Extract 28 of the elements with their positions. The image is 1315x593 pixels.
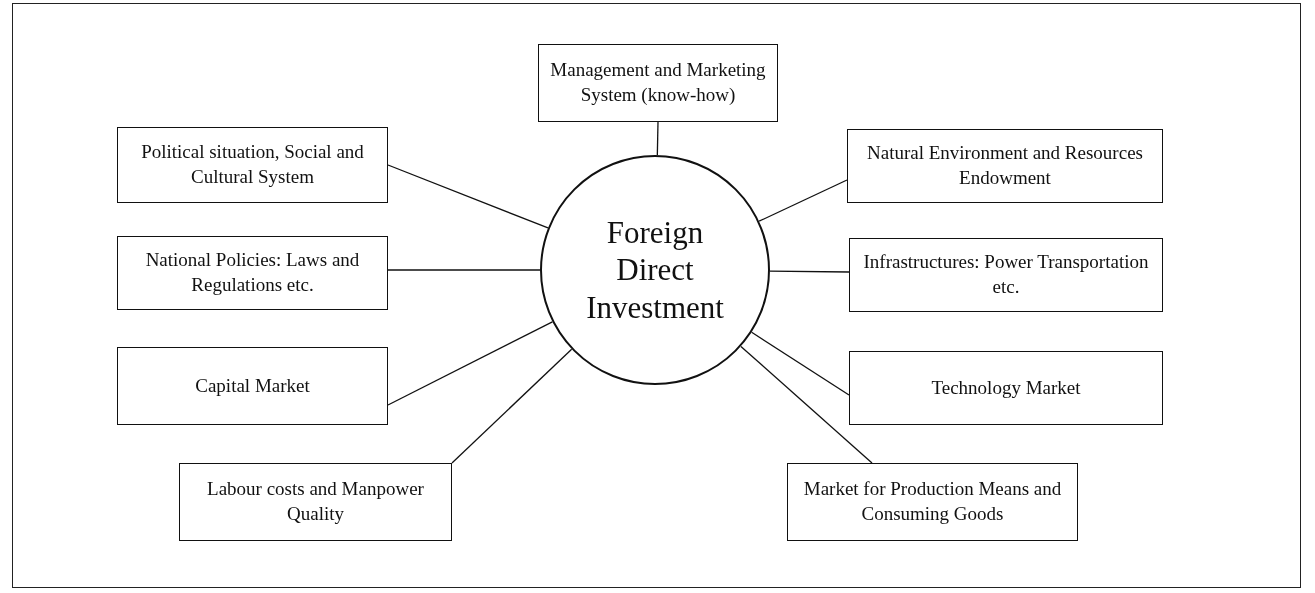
connector-line	[387, 321, 553, 406]
factor-label: Natural Environment and Resources Endowment	[866, 141, 1144, 190]
factor-box	[538, 44, 778, 122]
factor-box	[849, 351, 1163, 425]
connector-line	[656, 121, 659, 156]
factor-box	[117, 127, 388, 203]
factor-box	[787, 463, 1078, 541]
connector-line	[740, 345, 873, 464]
factor-box	[847, 129, 1163, 203]
factor-label: National Policies: Laws and Regulations etc.	[144, 248, 361, 297]
factor-label: Management and Marketing System (know-how)	[549, 58, 767, 107]
factor-label: Infrastructures: Power Transportation etc.	[862, 250, 1150, 299]
connector-line	[451, 348, 573, 464]
connector-line	[758, 179, 848, 222]
factor-box	[179, 463, 452, 541]
connector-line	[751, 331, 850, 396]
factor-label: Market for Production Means and Consuming Goods	[802, 477, 1063, 526]
connector-line	[769, 270, 850, 273]
center-label: Foreign Direct Investment	[585, 214, 725, 326]
factor-box	[849, 238, 1163, 312]
factor-label: Capital Market	[195, 373, 310, 398]
connector-line	[387, 164, 549, 229]
factor-label: Technology Market	[931, 375, 1081, 400]
factor-box	[117, 236, 388, 310]
factor-box	[117, 347, 388, 425]
factor-label: Political situation, Social and Cultural System	[140, 140, 365, 189]
factor-label: Labour costs and Manpower Quality	[206, 477, 425, 526]
connector-line	[387, 269, 541, 271]
